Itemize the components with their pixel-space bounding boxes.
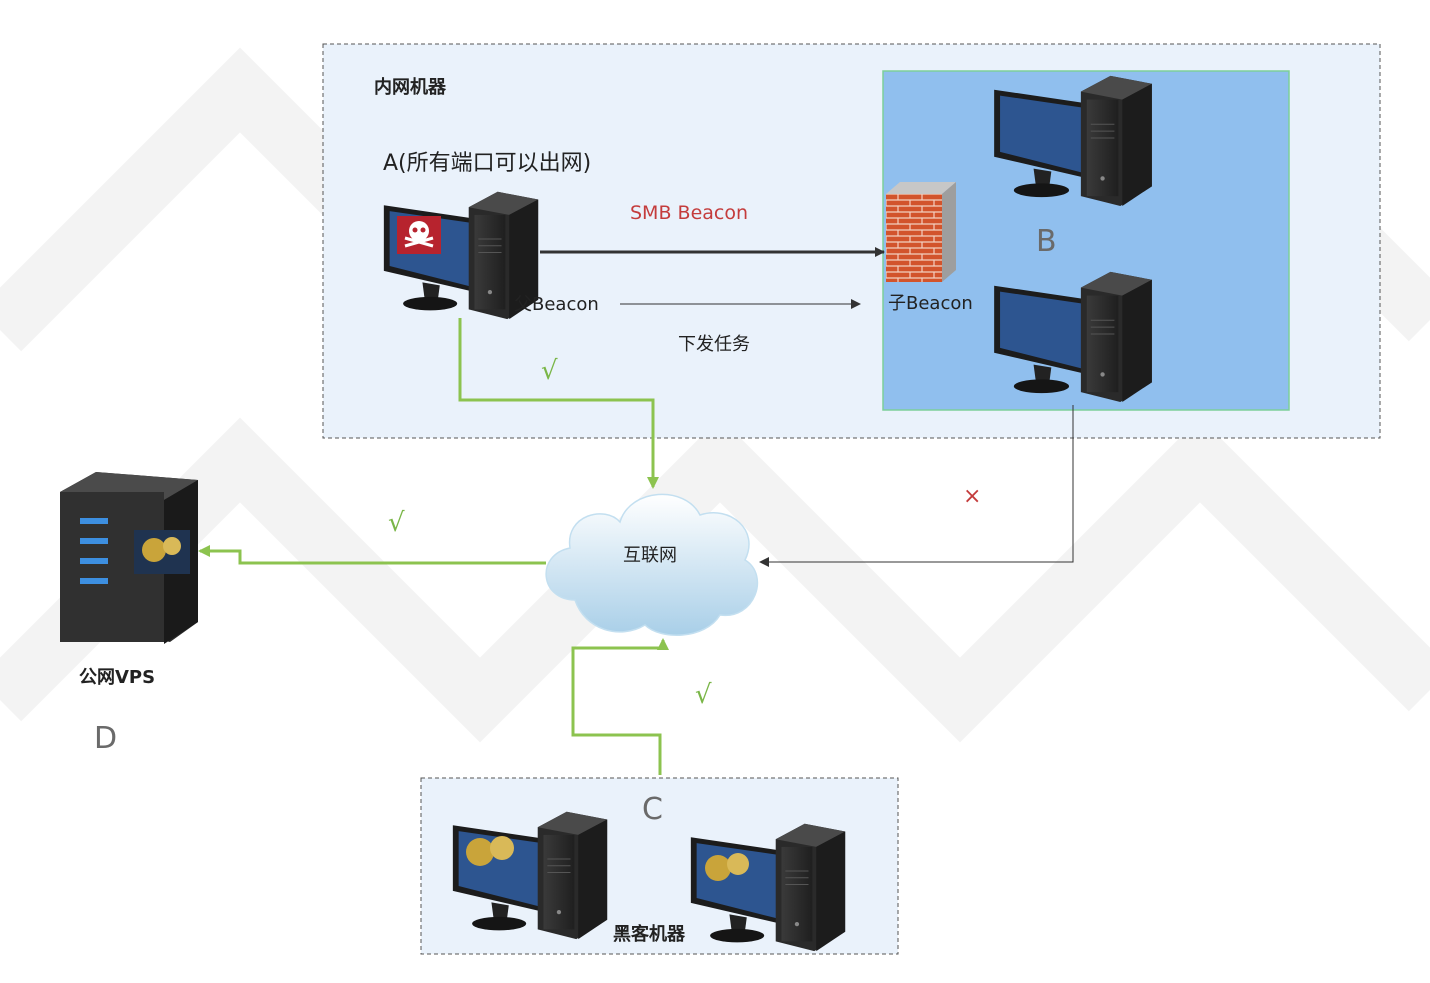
- parent-beacon-label: 父Beacon: [514, 294, 599, 315]
- smb-beacon-label: SMB Beacon: [630, 202, 749, 224]
- hacker-computer-left-icon: [452, 811, 608, 940]
- machine-a-computer-icon: [383, 191, 539, 320]
- machine-b-label: B: [1036, 224, 1057, 259]
- machine-a-label: A(所有端口可以出网): [383, 151, 592, 176]
- internet-label: 互联网: [623, 545, 677, 566]
- internet-cloud-icon: [545, 493, 759, 636]
- child-beacon-label: 子Beacon: [888, 293, 973, 314]
- c-to-internet-link: [571, 638, 669, 775]
- a-to-internet-link: [458, 318, 659, 489]
- internet-to-vps-link: [198, 545, 546, 565]
- intranet-title: 内网机器: [374, 77, 446, 98]
- cross-b-mark: ×: [963, 484, 982, 509]
- public-vps-label: 公网VPS: [79, 667, 156, 688]
- vps-server-icon: [60, 472, 198, 644]
- firewall-icon: [886, 182, 956, 282]
- hacker-machines-label: 黑客机器: [613, 924, 685, 945]
- hacker-computer-right-icon: [690, 823, 846, 952]
- check-c-mark: √: [695, 680, 712, 710]
- check-vps-mark: √: [388, 508, 405, 538]
- machine-d-label: D: [94, 721, 118, 756]
- check-a-mark: √: [541, 356, 558, 386]
- machine-c-label: C: [642, 792, 663, 827]
- b-to-internet-blocked-link: [759, 405, 1074, 567]
- dispatch-task-label: 下发任务: [678, 334, 750, 355]
